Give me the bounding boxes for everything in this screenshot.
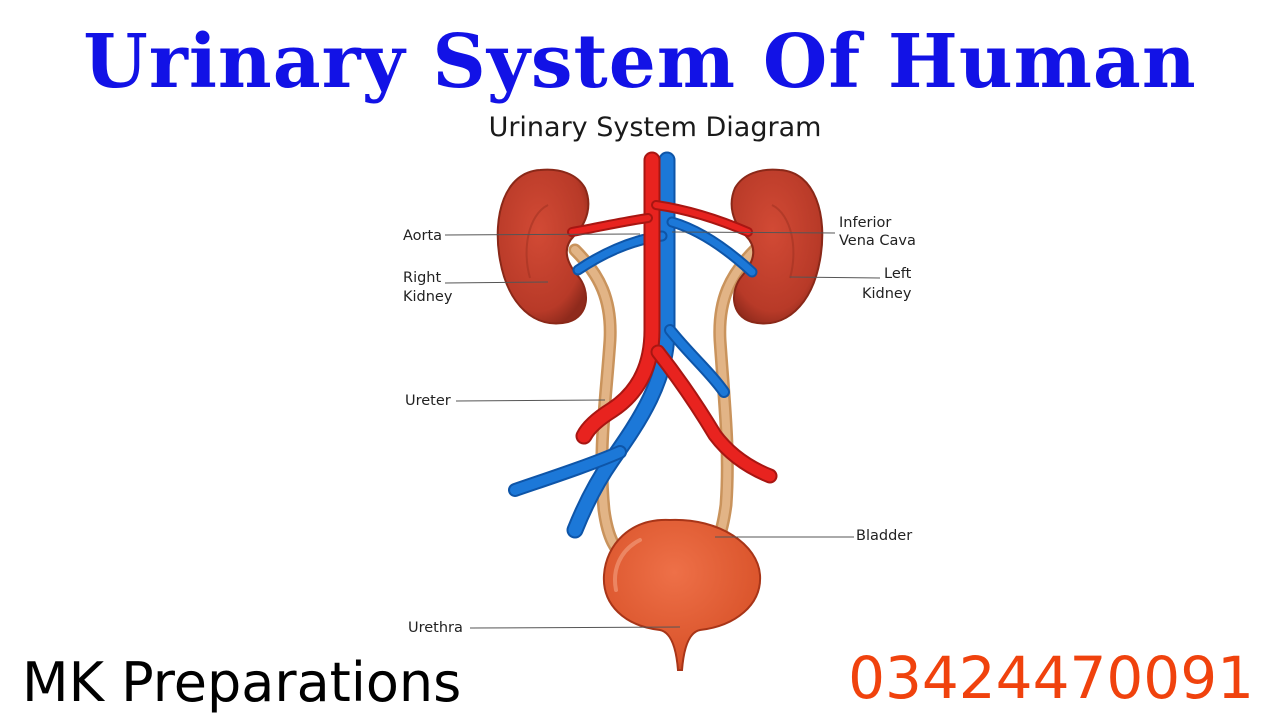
label-bladder: Bladder (856, 528, 912, 544)
diagram-title: Urinary System Diagram (488, 112, 822, 143)
right-kidney (496, 168, 590, 325)
label-urethra: Urethra (408, 620, 463, 636)
label-ureter: Ureter (405, 393, 451, 409)
bladder (602, 518, 762, 671)
leader-lines (444, 231, 881, 629)
brand-name: MK Preparations (22, 651, 462, 714)
label-right-kidney-line2: Kidney (403, 289, 453, 305)
label-right-kidney-line1: Right (403, 270, 441, 286)
label-left-kidney-line1: Left (884, 266, 912, 282)
label-inferior-line1: Inferior (839, 215, 891, 231)
label-left-kidney-line2: Kidney (862, 286, 912, 302)
aorta (567, 151, 778, 484)
phone-number: 03424470091 (848, 644, 1254, 712)
left-kidney (730, 168, 824, 325)
main-title: Urinary System Of Human (83, 19, 1197, 105)
label-aorta: Aorta (403, 228, 442, 244)
label-inferior-line2: Vena Cava (839, 233, 916, 249)
